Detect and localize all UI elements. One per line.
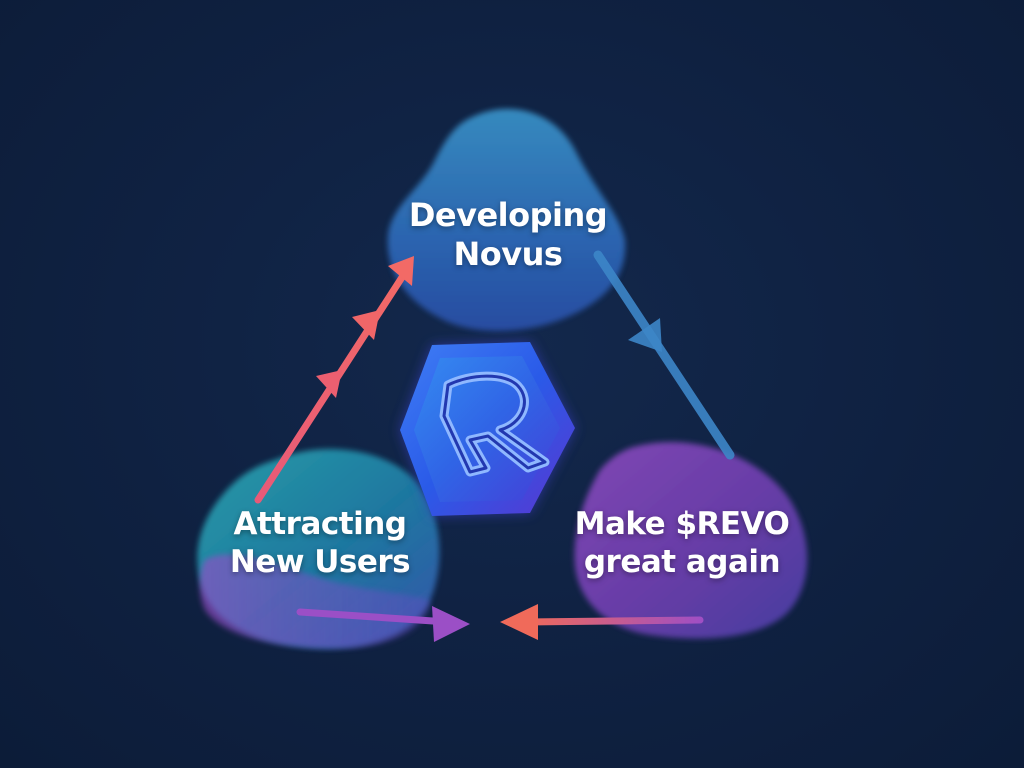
arrow-left-to-top: [254, 256, 414, 504]
arrow-top-to-right: [593, 250, 735, 460]
revo-logo-icon: [400, 342, 575, 516]
node-top-line1: Developing: [408, 196, 608, 234]
node-left-line1: Attracting: [233, 506, 407, 542]
node-label-developing-novus: Developing Novus: [398, 196, 618, 274]
node-right-blob: [574, 442, 808, 639]
arrow-left-bottom: [296, 606, 470, 642]
node-top-line2: Novus: [453, 235, 563, 274]
arrow-right-to-left: [500, 604, 704, 640]
node-top-blob: [387, 108, 626, 332]
node-label-attracting-new-users: Attracting New Users: [215, 506, 425, 582]
node-label-make-revo-great-again: Make $REVO great again: [572, 506, 792, 582]
node-right-line2: great again: [583, 543, 781, 580]
node-left-line2: New Users: [229, 543, 411, 580]
node-right-line1: Make $REVO: [574, 506, 790, 542]
